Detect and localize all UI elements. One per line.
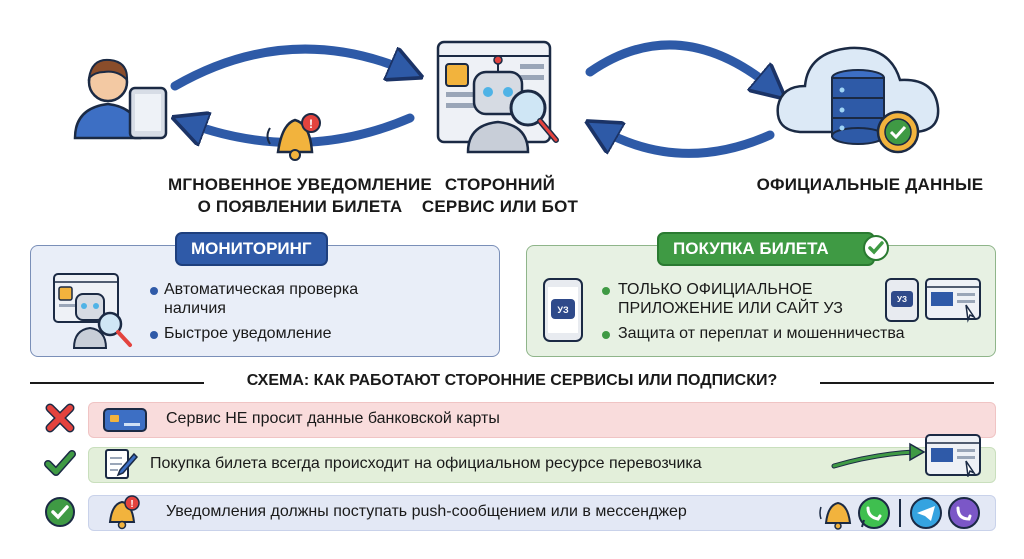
check-circle-icon xyxy=(45,497,75,527)
official-data-label: ОФИЦИАЛЬНЫЕ ДАННЫЕ xyxy=(756,175,984,194)
notify-label-line2: О ПОЯВЛЕНИИ БИЛЕТА xyxy=(197,197,403,216)
whatsapp-icon xyxy=(858,497,890,529)
arrow-service-to-data xyxy=(585,40,775,90)
svg-text:!: ! xyxy=(130,499,133,510)
service-label: СТОРОННИЙ СЕРВИС ИЛИ БОТ xyxy=(420,174,580,218)
notify-label: МГНОВЕННОЕ УВЕДОМЛЕНИЕ О ПОЯВЛЕНИИ БИЛЕТ… xyxy=(160,174,440,218)
notify-label-line1: МГНОВЕННОЕ УВЕДОМЛЕНИЕ xyxy=(168,175,432,194)
rule-row-1 xyxy=(88,402,996,438)
svg-text:!: ! xyxy=(309,117,313,131)
messenger-icons xyxy=(819,497,980,530)
bank-card-icon xyxy=(103,408,147,432)
document-pen-icon xyxy=(105,449,138,479)
phone-app-small-icon: УЗ xyxy=(885,278,919,322)
app-logo-text: УЗ xyxy=(557,305,569,315)
cross-icon xyxy=(45,403,75,433)
robot-service-icon xyxy=(436,40,559,154)
flow-diagram: ! xyxy=(73,40,940,161)
check-circle-icon xyxy=(863,235,889,261)
robot-monitoring-icon xyxy=(53,273,132,349)
phone-app-icon: УЗ xyxy=(543,278,583,342)
arrow-data-to-service xyxy=(598,128,775,158)
monitoring-bullet-1: Автоматическая проверка наличия xyxy=(164,280,358,318)
telegram-icon xyxy=(910,497,942,529)
rule-row-2 xyxy=(88,447,996,483)
rule-1-text: Сервис НЕ просит данные банковской карты xyxy=(166,410,500,427)
monitoring-bullet-1-line1: Автоматическая проверка xyxy=(164,281,359,298)
purchase-bullet-1: ТОЛЬКО ОФИЦИАЛЬНОЕ ПРИЛОЖЕНИЕ ИЛИ САЙТ У… xyxy=(618,280,843,318)
purchase-bullet-1-line2: ПРИЛОЖЕНИЕ ИЛИ САЙТ УЗ xyxy=(618,300,843,317)
purchase-bullet-2: Защита от переплат и мошенничества xyxy=(618,325,905,342)
bullet-dot xyxy=(150,331,158,339)
cloud-database-icon xyxy=(776,46,940,154)
svg-text:УЗ: УЗ xyxy=(897,295,907,304)
user-with-phone-icon xyxy=(73,58,168,140)
bullet-dot xyxy=(602,331,610,339)
checkmark-icon xyxy=(44,450,76,476)
arrow-to-website-icon xyxy=(831,442,926,469)
bell-icon xyxy=(819,501,852,530)
purchase-bullet-1-line1: ТОЛЬКО ОФИЦИАЛЬНОЕ xyxy=(618,281,813,298)
website-icon xyxy=(925,434,981,477)
scheme-title: СХЕМА: КАК РАБОТАЮТ СТОРОННИЕ СЕРВИСЫ ИЛ… xyxy=(246,372,778,389)
rule-2-text: Покупка билета всегда происходит на офиц… xyxy=(150,455,702,472)
bullet-dot xyxy=(150,287,158,295)
service-label-line2: СЕРВИС ИЛИ БОТ xyxy=(421,197,579,216)
divider-left xyxy=(30,382,204,384)
purchase-title: ПОКУПКА БИЛЕТА xyxy=(657,232,875,266)
monitoring-title: МОНИТОРИНГ xyxy=(175,232,328,266)
divider-right xyxy=(820,382,994,384)
website-icon xyxy=(925,278,981,323)
arrow-user-to-service xyxy=(170,44,410,91)
monitoring-bullet-2: Быстрое уведомление xyxy=(164,325,332,342)
monitoring-bullet-1-line2: наличия xyxy=(164,300,226,317)
rule-3-text: Уведомления должны поступать push-сообще… xyxy=(166,503,687,520)
bell-notification-icon: ! xyxy=(266,113,321,161)
bell-alert-icon: ! xyxy=(108,495,140,530)
viber-icon xyxy=(948,497,980,529)
service-label-line1: СТОРОННИЙ xyxy=(444,175,556,194)
bullet-dot xyxy=(602,287,610,295)
